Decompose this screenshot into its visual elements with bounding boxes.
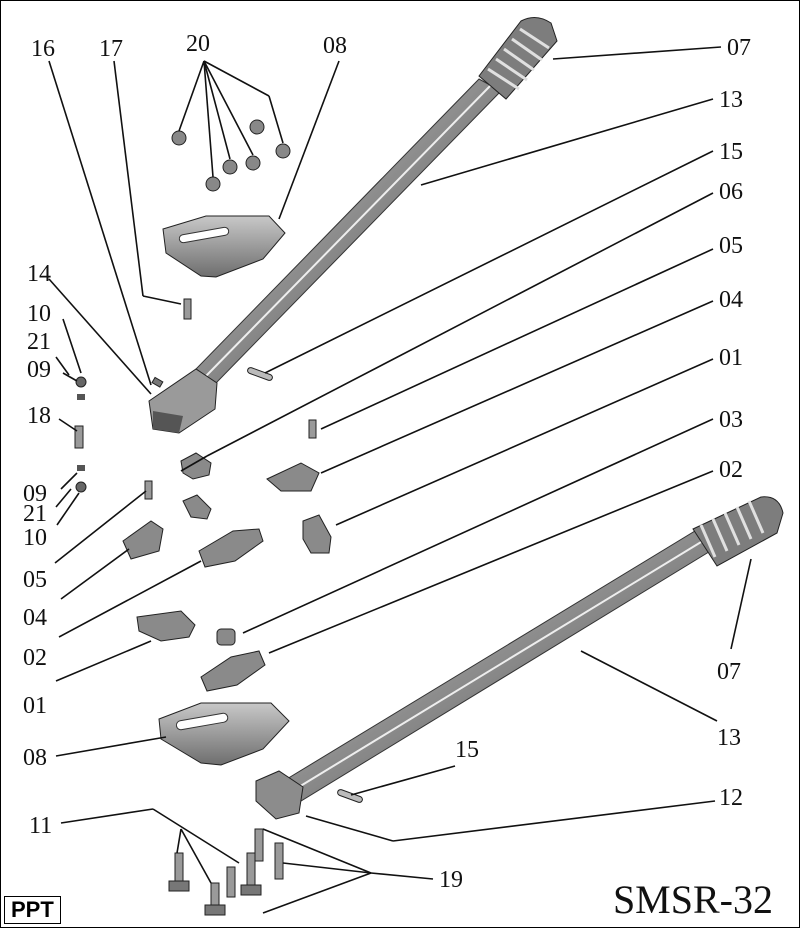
- label-04-right: 04: [719, 287, 743, 313]
- label-10-lower: 10: [23, 525, 47, 551]
- label-09-upper: 09: [27, 357, 51, 383]
- label-17: 17: [99, 36, 123, 62]
- label-12: 12: [719, 785, 743, 811]
- label-11: 11: [29, 813, 52, 839]
- label-21-upper: 21: [27, 329, 51, 355]
- label-03: 03: [719, 407, 743, 433]
- link-parts: [122, 452, 332, 692]
- label-02-right: 02: [719, 457, 743, 483]
- label-19: 19: [439, 867, 463, 893]
- label-01-left: 01: [23, 693, 47, 719]
- label-13-top: 13: [719, 87, 743, 113]
- label-15-top: 15: [719, 139, 743, 165]
- label-05-right: 05: [719, 233, 743, 259]
- label-10-upper: 10: [27, 301, 51, 327]
- label-18: 18: [27, 403, 51, 429]
- lower-grip: [692, 496, 784, 567]
- label-02-left: 02: [23, 645, 47, 671]
- callout-labels: 16 17 20 08 07 13 15 06 05 04 01 03 02 1…: [23, 31, 751, 893]
- upper-grip: [478, 17, 558, 100]
- label-20: 20: [186, 31, 210, 57]
- label-08-top: 08: [323, 33, 347, 59]
- leader-lines: [48, 46, 752, 914]
- label-16: 16: [31, 36, 55, 62]
- label-07-bottom: 07: [717, 659, 741, 685]
- label-14: 14: [27, 261, 51, 287]
- label-09-lower: 09: [23, 481, 47, 507]
- lower-side-plate: [158, 702, 290, 766]
- upper-head-block: [148, 368, 218, 434]
- label-01-right: 01: [719, 345, 743, 371]
- label-13-bottom: 13: [717, 725, 741, 751]
- upper-side-plate: [162, 215, 286, 278]
- label-06: 06: [719, 179, 743, 205]
- lower-head-block: [255, 770, 304, 820]
- label-05-left: 05: [23, 567, 47, 593]
- label-08-bottom: 08: [23, 745, 47, 771]
- label-07-top: 07: [727, 35, 751, 61]
- label-21-lower: 21: [23, 501, 47, 527]
- label-04-left: 04: [23, 605, 47, 631]
- lower-handle-rod: [276, 530, 718, 802]
- bolt-set: [168, 828, 284, 916]
- nut-set: [171, 119, 291, 192]
- model-code: SMSR-32: [612, 877, 773, 922]
- label-15-bottom: 15: [455, 737, 479, 763]
- brand-logo: PPT: [4, 896, 61, 924]
- small-parts: [74, 298, 363, 803]
